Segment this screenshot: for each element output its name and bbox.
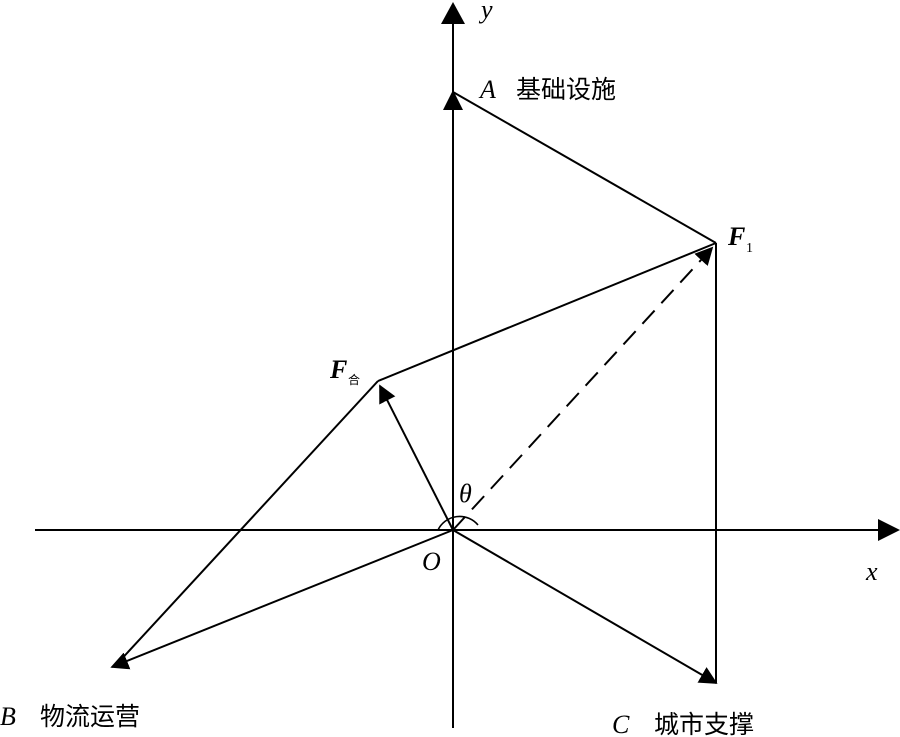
edge-b-fhe — [116, 380, 379, 665]
origin-label: O — [422, 547, 441, 576]
y-axis-label: y — [478, 0, 493, 24]
x-axis-label: x — [865, 557, 878, 586]
force-fhe-sub: 合 — [348, 372, 360, 387]
point-c-letter: C — [612, 710, 630, 737]
point-b-letter: B — [0, 702, 16, 731]
force-f1-main: F — [727, 222, 745, 251]
point-b-name: 物流运营 — [40, 702, 140, 731]
arrowhead-a — [443, 90, 463, 110]
theta-label: θ — [459, 479, 472, 508]
vector-of1-dashed — [452, 246, 714, 531]
vector-ofhe — [379, 384, 454, 531]
edge-f1-fhe — [377, 242, 717, 382]
force-fhe-main: F — [329, 355, 347, 384]
point-a-name: 基础设施 — [516, 75, 616, 104]
vector-ob — [110, 529, 454, 670]
point-a-letter: A — [478, 75, 496, 104]
theta-arc — [437, 515, 479, 531]
edge-a-f1 — [452, 91, 717, 244]
y-axis-arrowhead — [441, 2, 465, 24]
vector-oc — [452, 529, 718, 684]
point-c-name: 城市支撑 — [654, 710, 754, 737]
force-f1-sub: 1 — [746, 241, 753, 256]
x-axis-arrowhead — [878, 519, 900, 541]
